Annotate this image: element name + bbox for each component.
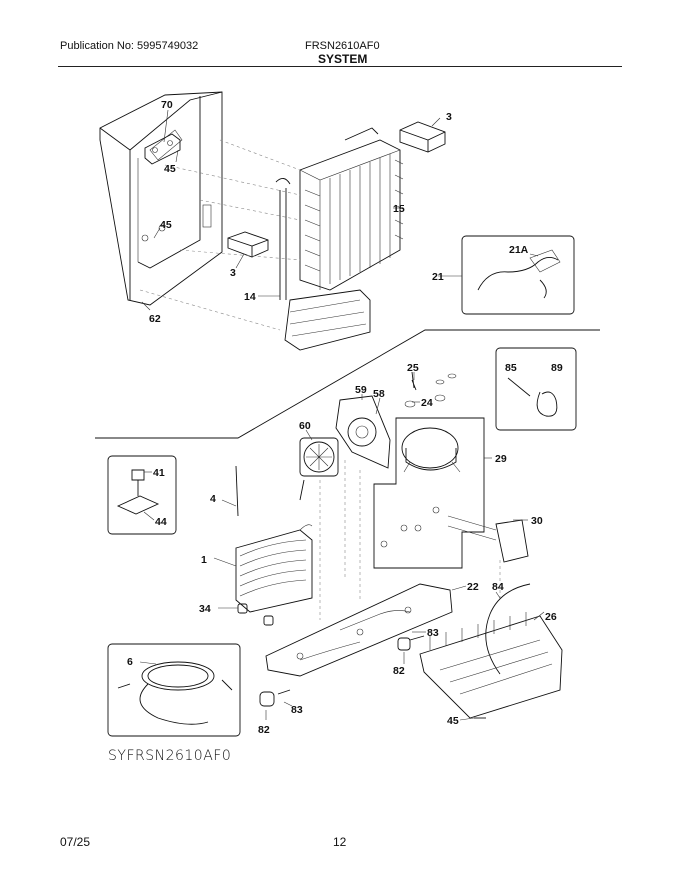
condenser-coil-part	[235, 524, 313, 613]
bracket-part	[144, 133, 181, 165]
alignment-lines	[139, 139, 301, 331]
callout-24: 24	[421, 397, 433, 409]
header-divider	[58, 66, 622, 67]
callout-30: 30	[531, 515, 543, 527]
compressor-inset-box	[373, 417, 485, 569]
callout-44: 44	[155, 516, 167, 528]
callout-6: 6	[127, 656, 133, 668]
callout-41: 41	[153, 467, 165, 479]
callout-45: 45	[164, 163, 176, 175]
callout-29: 29	[495, 453, 507, 465]
parts-inset-box-85-89	[495, 347, 577, 431]
callout-59: 59	[355, 384, 367, 396]
foam-block-part	[399, 121, 446, 153]
callout-82: 82	[393, 665, 405, 677]
defrost-heater-part	[275, 178, 291, 300]
page-number: 12	[333, 835, 347, 849]
callout-58: 58	[373, 388, 385, 400]
grommet-hardware-part	[404, 371, 457, 408]
power-cord-inset-box	[107, 643, 241, 737]
callout-labels: 70 45 45 3 3 15 21A 21 14 62 25 85 89 59…	[127, 99, 563, 736]
callout-89: 89	[551, 362, 563, 374]
callout-25: 25	[407, 362, 419, 374]
wire-harness-inset-box	[461, 235, 575, 315]
callout-1: 1	[201, 554, 207, 566]
footer-date: 07/25	[60, 835, 91, 849]
callout-34: 34	[199, 603, 211, 615]
condenser-fan-part	[299, 437, 339, 501]
section-divider-line	[95, 329, 600, 439]
section-title: SYSTEM	[318, 52, 368, 66]
callout-21a: 21A	[509, 244, 529, 256]
callout-45: 45	[447, 715, 459, 727]
callout-62: 62	[149, 313, 161, 325]
publication-number: Publication No: 5995749032	[60, 40, 199, 52]
callout-85: 85	[505, 362, 517, 374]
callout-84: 84	[492, 581, 504, 593]
callout-82: 82	[258, 724, 270, 736]
parts-inset-box-41-44	[107, 455, 177, 535]
callout-15: 15	[393, 203, 405, 215]
alignment-lines	[319, 460, 501, 620]
callout-83: 83	[427, 627, 439, 639]
grommet-part	[237, 603, 274, 626]
callout-26: 26	[545, 611, 557, 623]
callout-60: 60	[299, 420, 311, 432]
callout-22: 22	[467, 581, 479, 593]
callout-leader-lines	[139, 109, 545, 721]
drain-pan-part	[419, 612, 563, 719]
model-number: FRSN2610AF0	[305, 40, 380, 52]
callout-14: 14	[244, 291, 256, 303]
callout-4: 4	[210, 493, 216, 505]
fan-bracket-part	[335, 395, 391, 469]
foam-block-part	[227, 231, 269, 258]
callout-70: 70	[161, 99, 173, 111]
start-relay-part	[447, 515, 529, 563]
callout-21: 21	[432, 271, 444, 283]
drain-tube-part	[485, 583, 531, 675]
callout-83: 83	[291, 704, 303, 716]
evaporator-coil-part	[284, 127, 404, 351]
callout-45: 45	[160, 219, 172, 231]
machine-compartment-base-part	[265, 583, 453, 677]
diagram-code: SYFRSN2610AF0	[108, 748, 232, 764]
temperature-probe-part	[235, 465, 239, 517]
callout-3: 3	[446, 111, 452, 123]
callout-3: 3	[230, 267, 236, 279]
bushing-hardware-part	[259, 635, 425, 707]
evaporator-housing-part	[99, 91, 223, 306]
